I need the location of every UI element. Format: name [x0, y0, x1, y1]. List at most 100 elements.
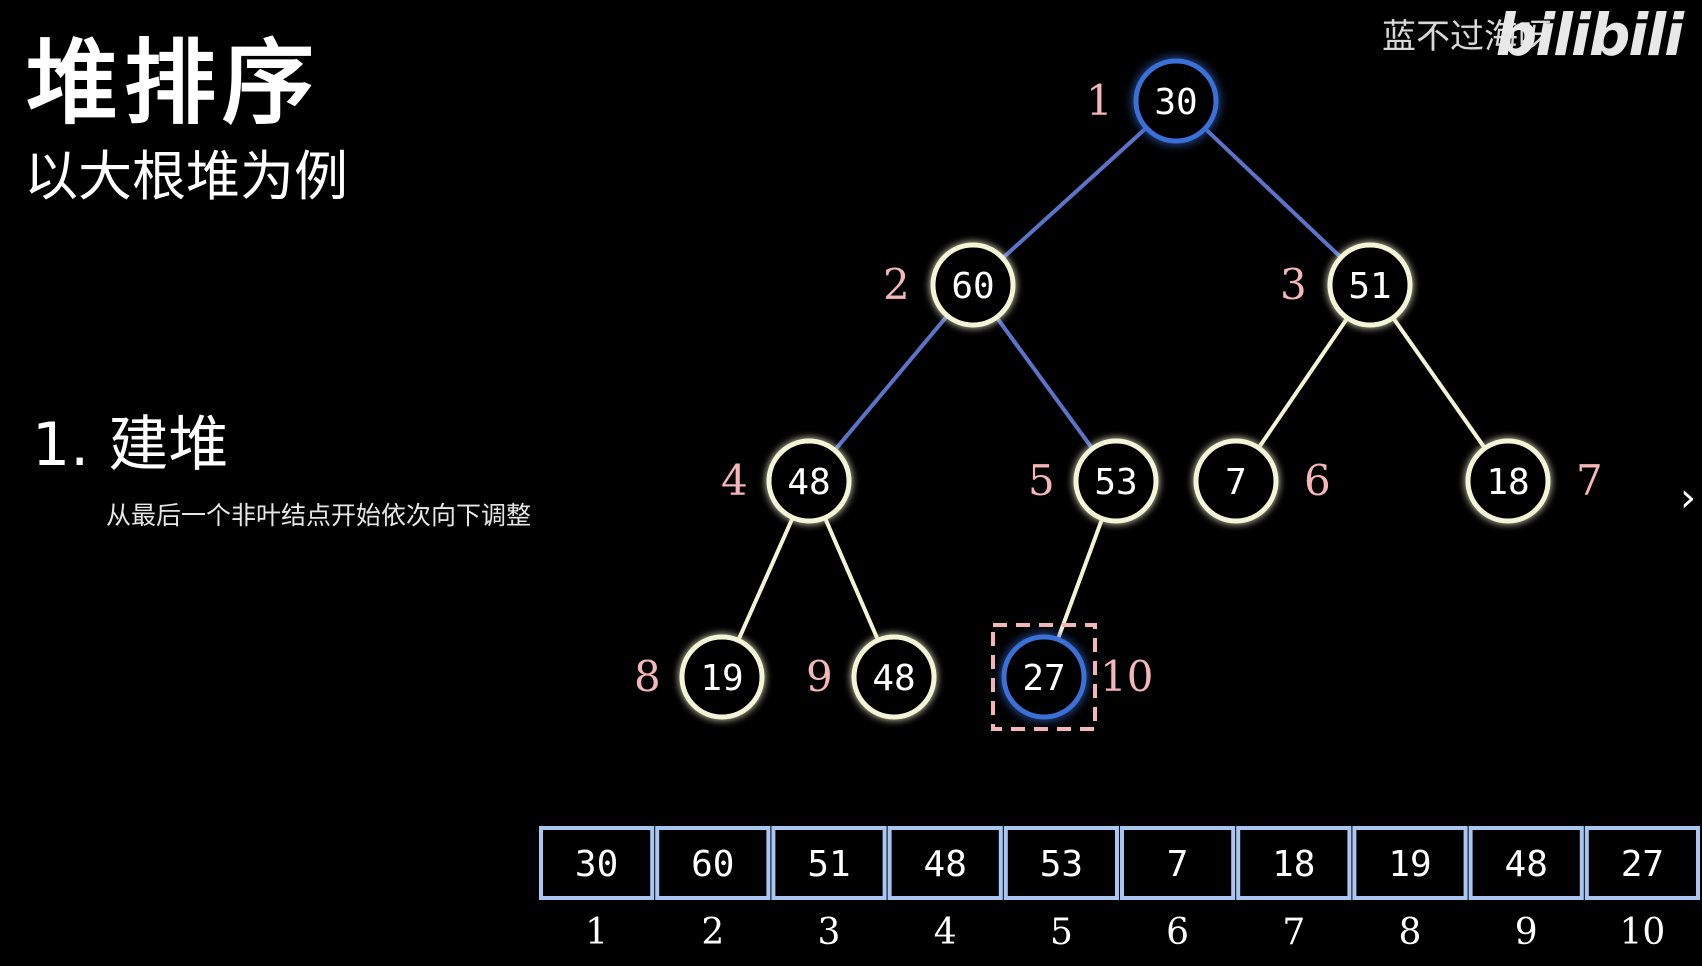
array-cell-value: 7: [1167, 844, 1189, 885]
tree-node-index: 5: [1028, 456, 1055, 505]
tree-node-value: 19: [700, 658, 743, 699]
step-description: 从最后一个非叶结点开始依次向下调整: [106, 501, 532, 530]
array-cell-box: [1352, 826, 1468, 900]
tree-node-circle: [679, 634, 765, 720]
page-subtitle: 以大根堆为例: [24, 145, 348, 208]
next-slide-icon[interactable]: ›: [1680, 475, 1696, 521]
tree-edges: [736, 126, 1487, 642]
tree-node-value: 27: [1022, 658, 1065, 699]
array-cell-box: [1120, 826, 1236, 900]
author-watermark: 蓝不过海呀: [1382, 17, 1552, 57]
tree-node-index: 2: [883, 260, 910, 309]
tree-node-circle: [766, 438, 852, 524]
tree-node-7: 18 7: [1465, 438, 1603, 524]
array-cell-value: 53: [1040, 844, 1083, 885]
array-cell-value: 19: [1388, 844, 1431, 885]
tree-node-value: 48: [872, 658, 915, 699]
array-cell-1: 30 1: [539, 826, 655, 953]
array-cell-box: [1236, 826, 1352, 900]
array-cell-3: 51 3: [771, 826, 887, 953]
tree-node-circle: [1193, 438, 1279, 524]
array-cell-value: 27: [1621, 844, 1664, 885]
tree-node-index: 9: [806, 652, 833, 701]
step-label: 1. 建堆: [32, 410, 229, 480]
array-cell-box: [887, 826, 1003, 900]
tree-node-circle: [851, 634, 937, 720]
array-cell-value: 30: [575, 844, 618, 885]
tree-node-3: 51 3: [1280, 242, 1413, 328]
tree-node-value: 53: [1094, 462, 1137, 503]
array-cell-value: 48: [1505, 844, 1548, 885]
tree-node-index: 6: [1304, 456, 1331, 505]
tree-node-2: 60 2: [883, 242, 1016, 328]
tree-edge-2-4: [833, 314, 949, 452]
array-cell-value: 51: [807, 844, 850, 885]
tree-node-circle: [1465, 438, 1551, 524]
array-cell-7: 18 7: [1236, 826, 1352, 953]
array-cell-index: 6: [1166, 912, 1189, 953]
array-cell-2: 60 2: [655, 826, 771, 953]
tree-edge-3-6: [1256, 316, 1350, 450]
tree-edge-2-5: [994, 316, 1095, 450]
tree-node-value: 51: [1348, 266, 1391, 307]
array-cell-box: [1584, 826, 1701, 900]
tree-node-index: 8: [634, 652, 661, 701]
array-cell-value: 60: [691, 844, 734, 885]
array-cell-8: 19 8: [1352, 826, 1468, 953]
tree-node-index: 10: [1100, 652, 1153, 701]
array-cell-10: 27 10: [1584, 826, 1701, 953]
array-cell-value: 18: [1272, 844, 1315, 885]
tree-node-value: 30: [1154, 82, 1197, 123]
array-cell-box: [771, 826, 887, 900]
tree-node-index: 7: [1576, 456, 1603, 505]
tree-node-circle: [1327, 242, 1413, 328]
array-cell-5: 53 5: [1003, 826, 1119, 953]
tree-node-circle: [1133, 58, 1219, 144]
array-cell-index: 10: [1619, 912, 1665, 953]
tree-node-circle: [930, 242, 1016, 328]
tree-node-value: 7: [1225, 462, 1247, 503]
tree-node-5: 53 5: [1028, 438, 1159, 524]
array-cell-6: 76: [1120, 826, 1236, 953]
array-cell-index: 7: [1282, 912, 1305, 953]
array-cell-index: 5: [1050, 912, 1073, 953]
focus-dashed-box: [991, 623, 1097, 731]
tree-node-10: 27 10: [1001, 634, 1153, 720]
array-cell-index: 2: [701, 912, 724, 953]
page-title: 堆排序: [26, 30, 321, 137]
tree-edge-3-7: [1391, 316, 1487, 450]
tree-node-circle: [1001, 634, 1087, 720]
tree-node-index: 1: [1086, 76, 1113, 125]
tree-node-value: 60: [951, 266, 994, 307]
tree-edge-5-10: [1055, 517, 1105, 641]
tree-edge-4-8: [736, 516, 795, 642]
array-cell-index: 8: [1399, 912, 1422, 953]
array-cell-box: [655, 826, 771, 900]
tree-node-1: 30 1: [1086, 58, 1219, 144]
tree-node-value: 18: [1486, 462, 1529, 503]
array-cell-9: 48 9: [1468, 826, 1584, 953]
tree-node-9: 48 9: [806, 634, 937, 720]
tree-node-index: 3: [1280, 260, 1307, 309]
tree-node-4: 48 4: [721, 438, 852, 524]
array-cell-index: 9: [1515, 912, 1538, 953]
tree-edge-1-3: [1203, 127, 1343, 259]
array-cell-index: 4: [934, 912, 957, 953]
bilibili-logo: bilibili: [1495, 1, 1684, 69]
tree-node-value: 48: [787, 462, 830, 503]
tree-edge-1-2: [1001, 126, 1148, 260]
tree-edge-4-9: [823, 516, 880, 642]
array-cell-value: 48: [924, 844, 967, 885]
dashed-focus-box: [991, 623, 1097, 731]
tree-node-circle: [1073, 438, 1159, 524]
array-cell-index: 1: [585, 912, 608, 953]
array-cell-box: [539, 826, 655, 900]
array-cell-4: 48 4: [887, 826, 1003, 953]
tree-node-index: 4: [721, 456, 748, 505]
array-cell-index: 3: [818, 912, 841, 953]
array-cell-box: [1468, 826, 1584, 900]
